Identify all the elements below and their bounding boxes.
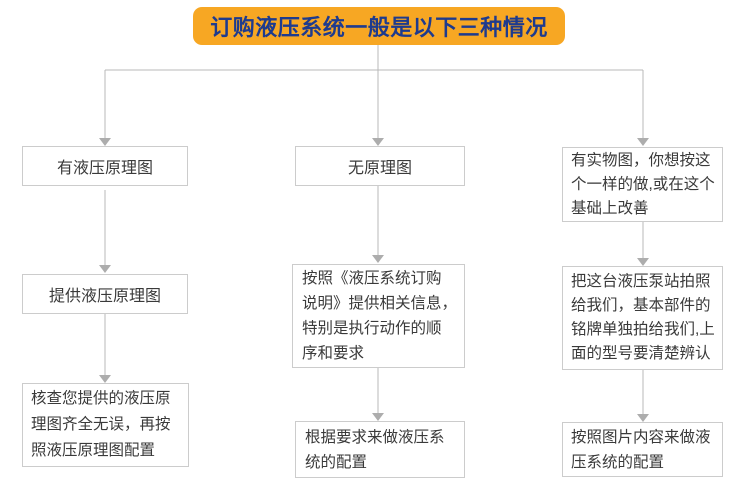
box-verify-schematic-configure: 核查您提供的液压原 理图齐全无误，再按 照液压原理图配置 <box>22 383 189 467</box>
box-no-schematic: 无原理图 <box>295 146 465 186</box>
box-configure-per-requirements: 根据要求来做液压系 统的配置 <box>295 421 465 478</box>
box-provide-schematic: 提供液压原理图 <box>22 274 188 314</box>
box-has-physical-photo: 有实物图，你想按这 个一样的做,或在这个 基础上改善 <box>562 147 723 222</box>
box-has-schematic: 有液压原理图 <box>22 146 188 186</box>
box-configure-per-photo: 按照图片内容来做液 压系统的配置 <box>562 422 723 477</box>
box-send-photos-nameplates: 把这台液压泵站拍照 给我们，基本部件的 铭牌单独拍给我们,上 面的型号要清楚辨认 <box>562 266 723 370</box>
flowchart-title: 订购液压系统一般是以下三种情况 <box>210 15 548 40</box>
connector-trunk <box>105 45 643 71</box>
box-follow-ordering-instructions: 按照《液压系统订购 说明》提供相关信息， 特别是执行动作的顺 序和要求 <box>292 264 465 368</box>
flowchart-title-banner: 订购液压系统一般是以下三种情况 <box>193 7 565 45</box>
